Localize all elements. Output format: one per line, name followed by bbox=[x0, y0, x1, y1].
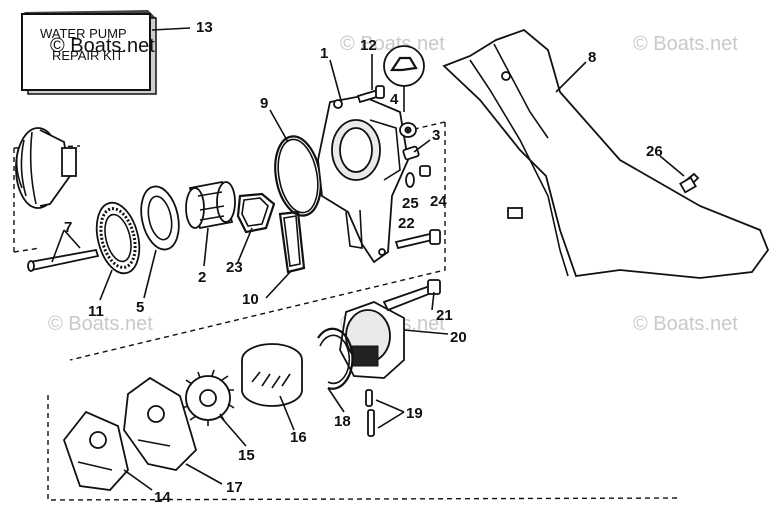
leader-lines bbox=[51, 27, 685, 491]
group-boundary bbox=[69, 122, 446, 361]
impeller bbox=[181, 369, 235, 426]
impeller-liner bbox=[241, 343, 303, 407]
drive-shaft-pin bbox=[27, 248, 100, 272]
callout-21: 21 bbox=[436, 307, 453, 324]
thrust-bearing bbox=[95, 201, 141, 275]
callout-8: 8 bbox=[588, 49, 596, 66]
plug bbox=[402, 145, 420, 161]
drive-gear bbox=[15, 127, 77, 209]
callout-7: 7 bbox=[64, 219, 72, 236]
callout-18: 18 bbox=[334, 413, 351, 430]
kit-box-line2: REPAIR KIT bbox=[52, 48, 123, 63]
pump-cover bbox=[442, 28, 770, 279]
retaining-ring bbox=[317, 327, 354, 390]
o-ring bbox=[274, 135, 322, 217]
callout-3: 3 bbox=[432, 127, 440, 144]
callout-16: 16 bbox=[290, 429, 307, 446]
callout-11: 11 bbox=[88, 303, 104, 320]
long-bolt bbox=[382, 279, 441, 312]
callout-22: 22 bbox=[398, 215, 415, 232]
dowel-pins bbox=[365, 389, 375, 437]
callout-4: 4 bbox=[390, 91, 399, 108]
callout-26: 26 bbox=[646, 143, 663, 160]
kit-box-watermark: © Boats.net bbox=[50, 35, 155, 57]
callout-14: 14 bbox=[154, 489, 171, 506]
bolt bbox=[679, 172, 700, 194]
impeller-housing bbox=[339, 301, 405, 379]
detail-bubble bbox=[383, 45, 425, 112]
callout-10: 10 bbox=[242, 291, 259, 308]
watermark: © Boats.net bbox=[340, 33, 445, 55]
callout-1: 1 bbox=[320, 45, 328, 62]
plate-gasket bbox=[62, 410, 129, 491]
callout-5: 5 bbox=[136, 299, 144, 316]
water-pump-repair-kit-box: WATER PUMP REPAIR KIT © Boats.net bbox=[21, 10, 157, 95]
watermark: © Boats.net bbox=[633, 33, 738, 55]
watermark: © Boats.net bbox=[633, 313, 738, 335]
screw bbox=[356, 85, 385, 104]
callout-2: 2 bbox=[198, 269, 206, 286]
wear-plate bbox=[123, 376, 198, 471]
washer bbox=[405, 172, 415, 188]
thrust-washer bbox=[140, 185, 180, 251]
needle-bearing bbox=[185, 180, 236, 230]
plate-gasket bbox=[278, 210, 306, 274]
screw bbox=[419, 165, 431, 177]
group-boundary bbox=[13, 247, 41, 253]
callout-23: 23 bbox=[226, 259, 243, 276]
callout-25: 25 bbox=[402, 195, 419, 212]
pump-housing bbox=[317, 95, 409, 264]
callout-17: 17 bbox=[226, 479, 243, 496]
callout-9: 9 bbox=[260, 95, 268, 112]
bolt bbox=[394, 229, 441, 250]
callout-24: 24 bbox=[430, 193, 447, 210]
callout-19: 19 bbox=[406, 405, 423, 422]
grommet bbox=[399, 122, 417, 138]
group-boundary bbox=[47, 395, 681, 501]
callout-12: 12 bbox=[360, 37, 377, 54]
kit-box-line1: WATER PUMP bbox=[40, 26, 127, 41]
callout-20: 20 bbox=[450, 329, 467, 346]
callout-15: 15 bbox=[238, 447, 255, 464]
watermark: © Boats.net bbox=[48, 313, 153, 335]
seal-gasket bbox=[236, 192, 276, 234]
callout-13: 13 bbox=[196, 19, 213, 36]
